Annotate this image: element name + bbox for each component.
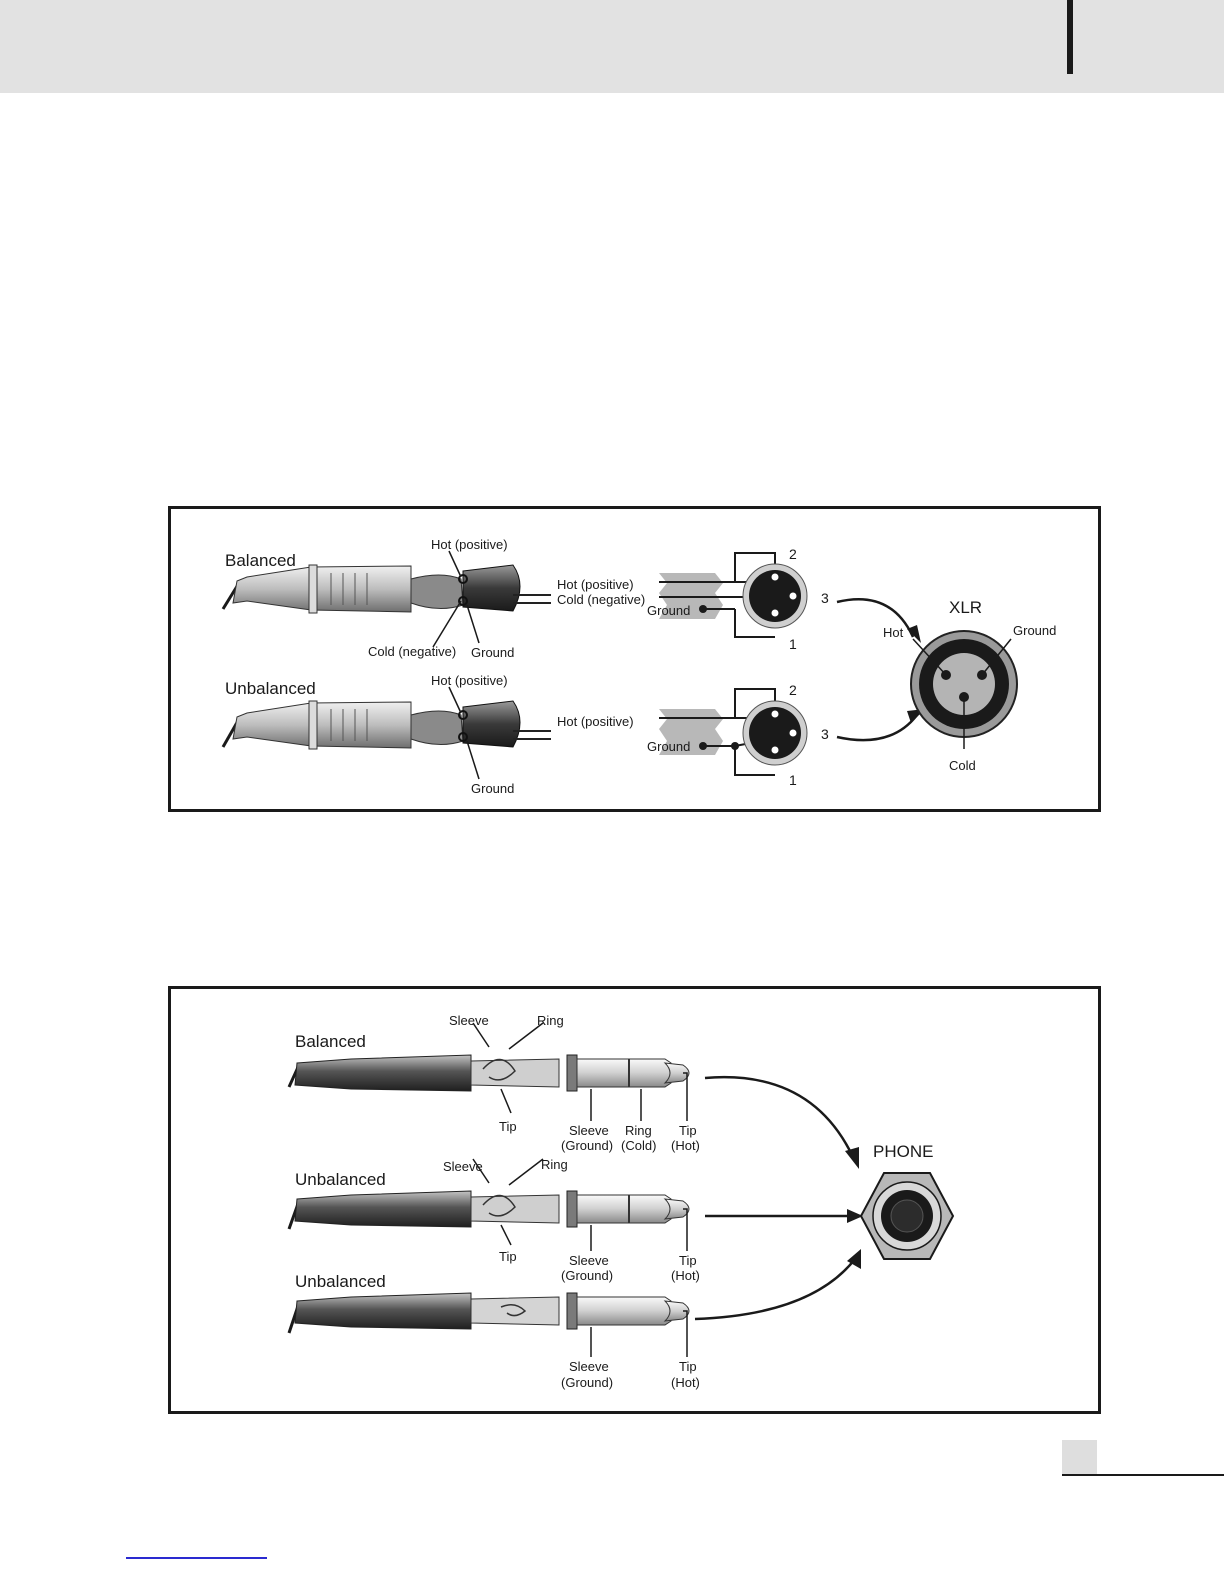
xlr-bal-cold-label: Cold (negative)	[368, 644, 456, 659]
xlr-wiring-diagram: Balanced Hot (positive) Cold (negative) …	[168, 506, 1101, 812]
xlr-schem-unbal-ground-label: Ground	[647, 739, 690, 754]
xlr-pin1-label: 1	[789, 636, 797, 652]
phone-unbal1-ground-label: (Ground)	[561, 1268, 613, 1283]
xlr-unbal-pin3-label: 3	[821, 726, 829, 742]
xlr-balanced-schematic	[659, 552, 808, 638]
xlr-schem-hot-label: Hot (positive)	[557, 577, 634, 592]
phone-unbal2-ground-label: (Ground)	[561, 1375, 613, 1390]
phone-unbal1-sleeve-label: Sleeve	[443, 1159, 483, 1174]
phone-bal-tip2-label: Tip	[679, 1123, 697, 1138]
phone-unbal1-hot-label: (Hot)	[671, 1268, 700, 1283]
phone-jack	[859, 1172, 955, 1260]
phone-unbal2-tip-label: Tip	[679, 1359, 697, 1374]
phone-bal-sleeve-label: Sleeve	[449, 1013, 489, 1028]
xlr-unbalanced-schematic	[659, 688, 808, 776]
xlr-pin3-label: 3	[821, 590, 829, 606]
xlr-jack-cold-label: Cold	[949, 758, 976, 773]
xlr-unbal-ground-label: Ground	[471, 781, 514, 796]
phone-bal-ring2-label: Ring	[625, 1123, 652, 1138]
xlr-schem-ground-label: Ground	[647, 603, 690, 618]
xlr-balanced-plug	[221, 550, 551, 648]
header-band	[0, 0, 1224, 93]
phone-bal-cold-label: (Cold)	[621, 1138, 656, 1153]
xlr-jack	[910, 630, 1018, 749]
footer-link-underline[interactable]	[126, 1557, 267, 1559]
phone-unbal1-tip-label: Tip	[499, 1249, 517, 1264]
phone-arrows	[694, 1075, 863, 1321]
phone-unbalanced-plug-1	[287, 1158, 690, 1251]
phone-bal-sleeve2-label: Sleeve	[569, 1123, 609, 1138]
phone-unbal1-sleeve2-label: Sleeve	[569, 1253, 609, 1268]
phone-unbalanced-label-2: Unbalanced	[295, 1272, 386, 1291]
xlr-diagram-svg: Balanced Hot (positive) Cold (negative) …	[221, 537, 1056, 796]
phone-bal-hot-label: (Hot)	[671, 1138, 700, 1153]
phone-title: PHONE	[873, 1142, 933, 1161]
xlr-jack-hot-label: Hot	[883, 625, 904, 640]
phone-unbal2-hot-label: (Hot)	[671, 1375, 700, 1390]
xlr-schem-unbal-hot-label: Hot (positive)	[557, 714, 634, 729]
xlr-unbal-pin1-label: 1	[789, 772, 797, 788]
phone-unbalanced-plug-2	[287, 1292, 690, 1357]
xlr-pin2-label: 2	[789, 546, 797, 562]
phone-balanced-plug	[287, 1022, 690, 1121]
phone-bal-tip-label: Tip	[499, 1119, 517, 1134]
xlr-arrows	[836, 598, 925, 742]
xlr-unbal-pin2-label: 2	[789, 682, 797, 698]
phone-unbalanced-label-1: Unbalanced	[295, 1170, 386, 1189]
phone-unbal1-tip2-label: Tip	[679, 1253, 697, 1268]
xlr-bal-ground-label: Ground	[471, 645, 514, 660]
xlr-bal-hot-label: Hot (positive)	[431, 537, 508, 552]
xlr-jack-ground-label: Ground	[1013, 623, 1056, 638]
phone-bal-ground-label: (Ground)	[561, 1138, 613, 1153]
page-number-rule	[1062, 1474, 1224, 1476]
xlr-unbalanced-label: Unbalanced	[225, 679, 316, 698]
phone-unbal1-ring-label: Ring	[541, 1157, 568, 1172]
xlr-unbal-hot-label: Hot (positive)	[431, 673, 508, 688]
phone-balanced-label: Balanced	[295, 1032, 366, 1051]
xlr-schem-cold-label: Cold (negative)	[557, 592, 645, 607]
phone-bal-ring-label: Ring	[537, 1013, 564, 1028]
xlr-title: XLR	[949, 598, 982, 617]
phone-diagram-svg: Balanced Sleeve Ring Tip Sleeve (Ground)…	[287, 1013, 955, 1390]
xlr-unbalanced-plug	[221, 686, 551, 780]
phone-unbal2-sleeve-label: Sleeve	[569, 1359, 609, 1374]
phone-wiring-diagram: Balanced Sleeve Ring Tip Sleeve (Ground)…	[168, 986, 1101, 1414]
page-number-box	[1062, 1440, 1097, 1476]
header-tab-marker	[1067, 0, 1073, 74]
xlr-balanced-label: Balanced	[225, 551, 296, 570]
